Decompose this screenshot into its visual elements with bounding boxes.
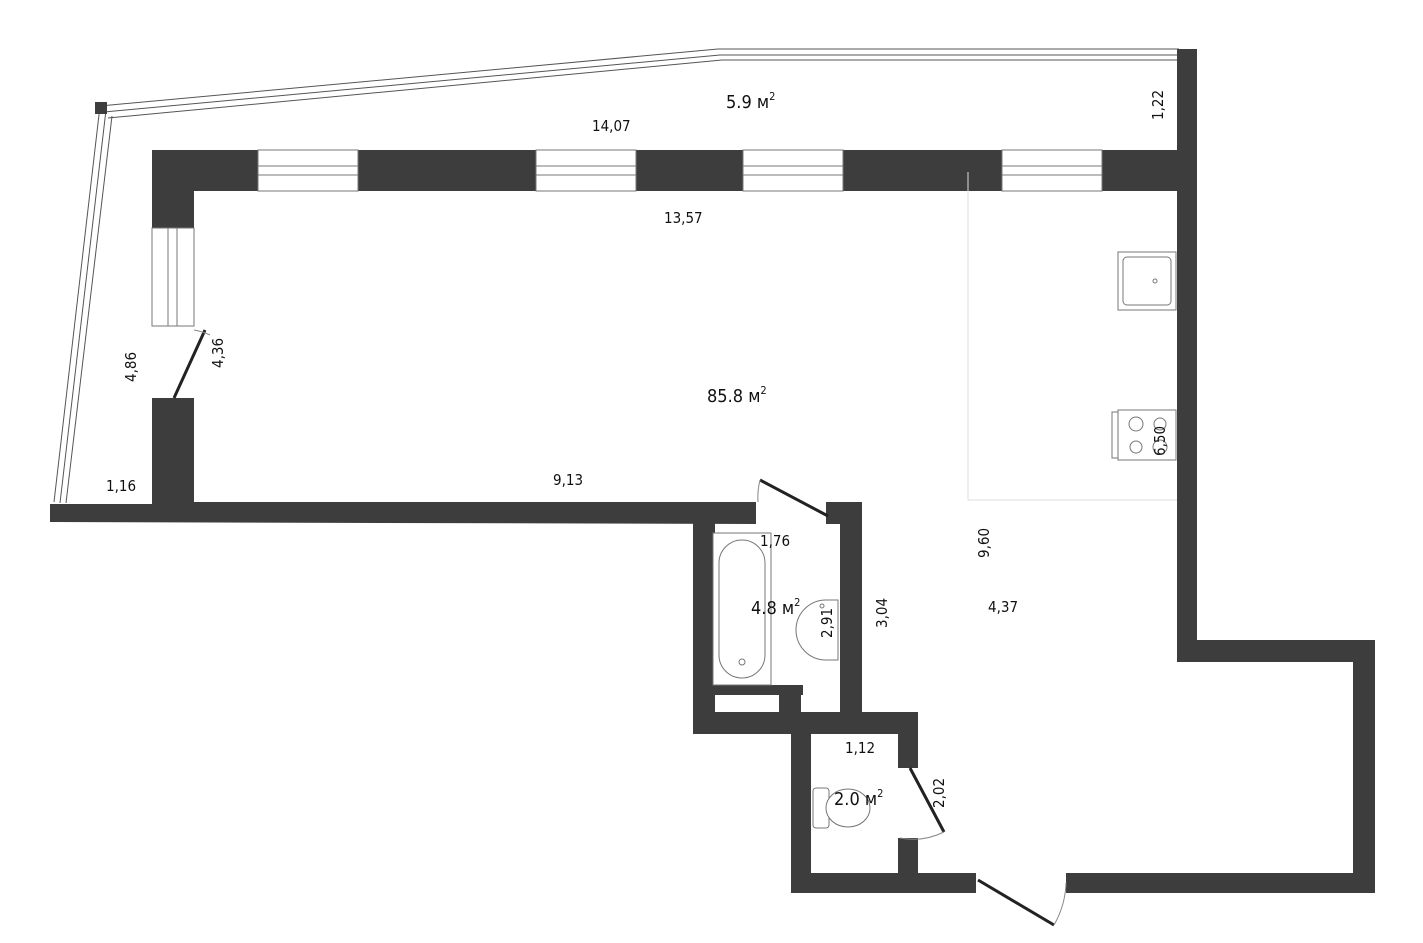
kitchen-counter: [967, 172, 1177, 501]
dim-hall-width: 4,37: [988, 598, 1018, 616]
balcony-door: [172, 329, 207, 399]
dim-wc-width: 1,12: [845, 739, 875, 757]
dim-hall-length: 9,60: [975, 528, 993, 558]
wc-area-label: 2.0 м2: [834, 787, 883, 810]
dim-balcony-length: 14,07: [592, 117, 631, 135]
dim-room-left: 4,36: [209, 338, 227, 368]
toilet-icon: [812, 787, 871, 829]
bathtub-icon: [712, 532, 772, 686]
balcony-area-label: 5.9 м2: [726, 90, 775, 113]
dim-bath-outer: 3,04: [873, 598, 891, 628]
balcony-corner-post: [95, 102, 107, 114]
dim-room-top: 13,57: [664, 209, 703, 227]
dim-balcony-depth: 1,22: [1149, 90, 1167, 120]
balcony-railing: [53, 48, 1179, 504]
bathroom-door: [759, 478, 829, 518]
dim-bath-width: 1,76: [760, 532, 790, 550]
dim-balcony-side: 4,86: [122, 352, 140, 382]
dim-wc-length: 2,02: [930, 778, 948, 808]
dim-balcony-bottom: 1,16: [106, 477, 136, 495]
dim-bath-length: 2,91: [818, 608, 836, 638]
wc-door: [908, 767, 946, 833]
doors: [172, 329, 1067, 927]
sink-icon: [1117, 251, 1177, 311]
stove-icon: [1111, 409, 1177, 461]
dim-kitchen-side: 6,50: [1151, 426, 1169, 456]
washbasin-icon: [795, 599, 839, 661]
dim-room-bottom: 9,13: [553, 471, 583, 489]
entrance-door: [977, 878, 1055, 927]
main-room-area-label: 85.8 м2: [707, 384, 767, 407]
bathroom-area-label: 4.8 м2: [751, 596, 800, 619]
windows: [151, 149, 1103, 327]
walls: [50, 49, 1375, 893]
